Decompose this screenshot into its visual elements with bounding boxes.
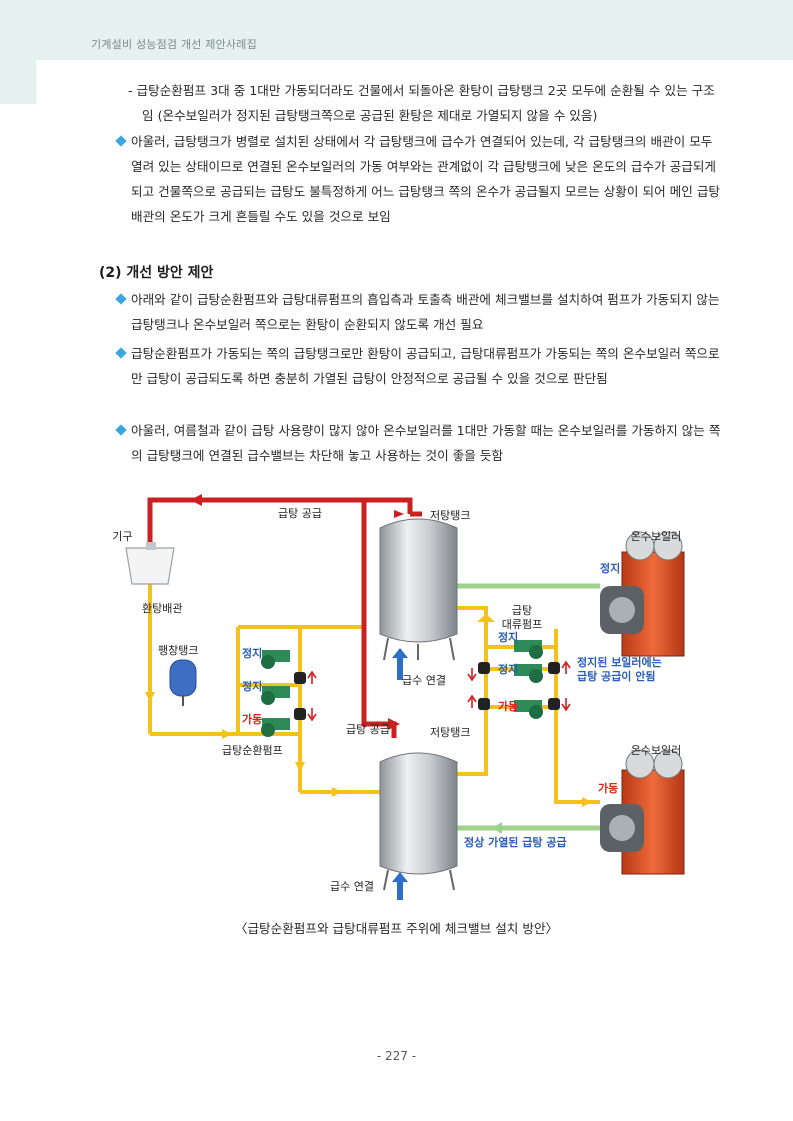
label-hot-water-supply-top: 급탕 공급: [278, 507, 322, 520]
proposal-bullet-text: 아래와 같이 급탕순환펌프와 급탕대류펌프의 흡입측과 토출측 배관에 체크밸브…: [131, 292, 720, 332]
label-hot-water-supply-mid: 급탕 공급: [346, 723, 390, 736]
section-heading: (2) 개선 방안 제안: [99, 265, 214, 281]
label-convection-pump-line1: 급탕: [512, 604, 532, 617]
header-band: [0, 0, 793, 60]
circulation-pump-icon: [261, 650, 290, 737]
diamond-bullet-icon: [115, 293, 127, 305]
label-circ-pump3-run: 가동: [242, 712, 262, 726]
label-expansion-tank: 팽창탱크: [158, 644, 198, 657]
label-conv-pump2-stop: 정지: [498, 662, 518, 676]
proposal-bullet-text: 아울러, 여름철과 같이 급탕 사용량이 많지 않아 온수보일러를 1대만 가동…: [131, 423, 721, 463]
convection-pump-icon: [514, 640, 543, 719]
intro-bullet-text: 아울러, 급탕탱크가 병렬로 설치된 상태에서 각 급탕탱크에 급수가 연결되어…: [131, 134, 721, 224]
expansion-tank-icon: [169, 659, 197, 706]
label-normal-supply: 정상 가열된 급탕 공급: [464, 835, 567, 849]
intro-bullet-item: 아울러, 급탕탱크가 병렬로 설치된 상태에서 각 급탕탱크에 급수가 연결되어…: [115, 129, 721, 229]
supply-lines: [147, 497, 422, 738]
storage-tank-top: [379, 518, 458, 661]
label-boiler-bottom: 온수보일러: [631, 743, 682, 757]
label-stopped-boiler-note-line1: 정지된 보일러에는: [577, 655, 662, 669]
label-convection-pump-line2: 대류펌프: [502, 618, 542, 631]
storage-tank-bottom: [379, 752, 458, 891]
intro-dash-item: - 급탕순환펌프 3대 중 1대만 가동되더라도 건물에서 되돌아온 환탕이 급…: [128, 83, 715, 123]
proposal-bullet-text: 급탕순환펌프가 가동되는 쪽의 급탕탱크로만 환탕이 공급되고, 급탕대류펌프가…: [131, 346, 720, 386]
label-circ-pump2-stop: 정지: [242, 679, 262, 693]
boiler-top-icon: [600, 531, 685, 657]
label-stopped-boiler-note-line2: 급탕 공급이 안됨: [577, 669, 656, 683]
label-boiler-bottom-run: 가동: [598, 781, 618, 795]
check-valve-icon: [294, 662, 560, 720]
label-circulation-pump: 급탕순환펌프: [222, 744, 283, 757]
proposal-bullet-2: 급탕순환펌프가 가동되는 쪽의 급탕탱크로만 환탕이 공급되고, 급탕대류펌프가…: [115, 341, 721, 391]
check-valve-diagram: 급탕 공급 저탕탱크 위생기구 온수보일러 환탕배관 급탕 대류펌프 팽창탱크 …: [112, 494, 685, 900]
diagram-caption: 〈급탕순환펌프와 급탕대류펌프 주위에 체크밸브 설치 방안〉: [234, 921, 559, 936]
normal-supply-lines: [457, 583, 600, 834]
return-flow-arrows: [145, 614, 592, 807]
header-title: 기계설비 성능점검 개선 제안사례집: [91, 38, 257, 51]
return-lines: [148, 584, 600, 804]
label-water-inlet-top: 급수 연결: [402, 674, 446, 687]
proposal-bullet-3: 아울러, 여름철과 같이 급탕 사용량이 많지 않아 온수보일러를 1대만 가동…: [115, 418, 721, 468]
proposal-bullet-1: 아래와 같이 급탕순환펌프와 급탕대류펌프의 흡입측과 토출측 배관에 체크밸브…: [115, 287, 721, 337]
diamond-bullet-icon: [115, 347, 127, 359]
diamond-bullet-icon: [115, 424, 127, 436]
boiler-bottom-icon: [600, 749, 685, 875]
sanitary-fixture-icon: [125, 542, 175, 585]
label-return-pipe: 환탕배관: [142, 602, 182, 615]
label-boiler-top-stop: 정지: [600, 561, 620, 575]
page-number: - 227 -: [376, 1049, 417, 1063]
label-sanitary-fixture: 위생기구: [112, 530, 132, 543]
flow-direction-arrow-icons: [307, 660, 571, 722]
supply-flow-arrows: [190, 494, 404, 730]
label-circ-pump1-stop: 정지: [242, 646, 262, 660]
label-water-inlet-bottom: 급수 연결: [330, 880, 374, 893]
label-storage-tank-top: 저탕탱크: [430, 509, 470, 522]
label-boiler-top: 온수보일러: [631, 529, 682, 543]
water-inlet-arrow-icon: [392, 648, 408, 900]
label-conv-pump3-run: 가동: [498, 699, 518, 713]
header-tab: [0, 60, 36, 104]
diamond-bullet-icon: [115, 135, 127, 147]
label-storage-tank-bottom: 저탕탱크: [430, 726, 470, 739]
label-conv-pump1-stop: 정지: [498, 630, 518, 644]
